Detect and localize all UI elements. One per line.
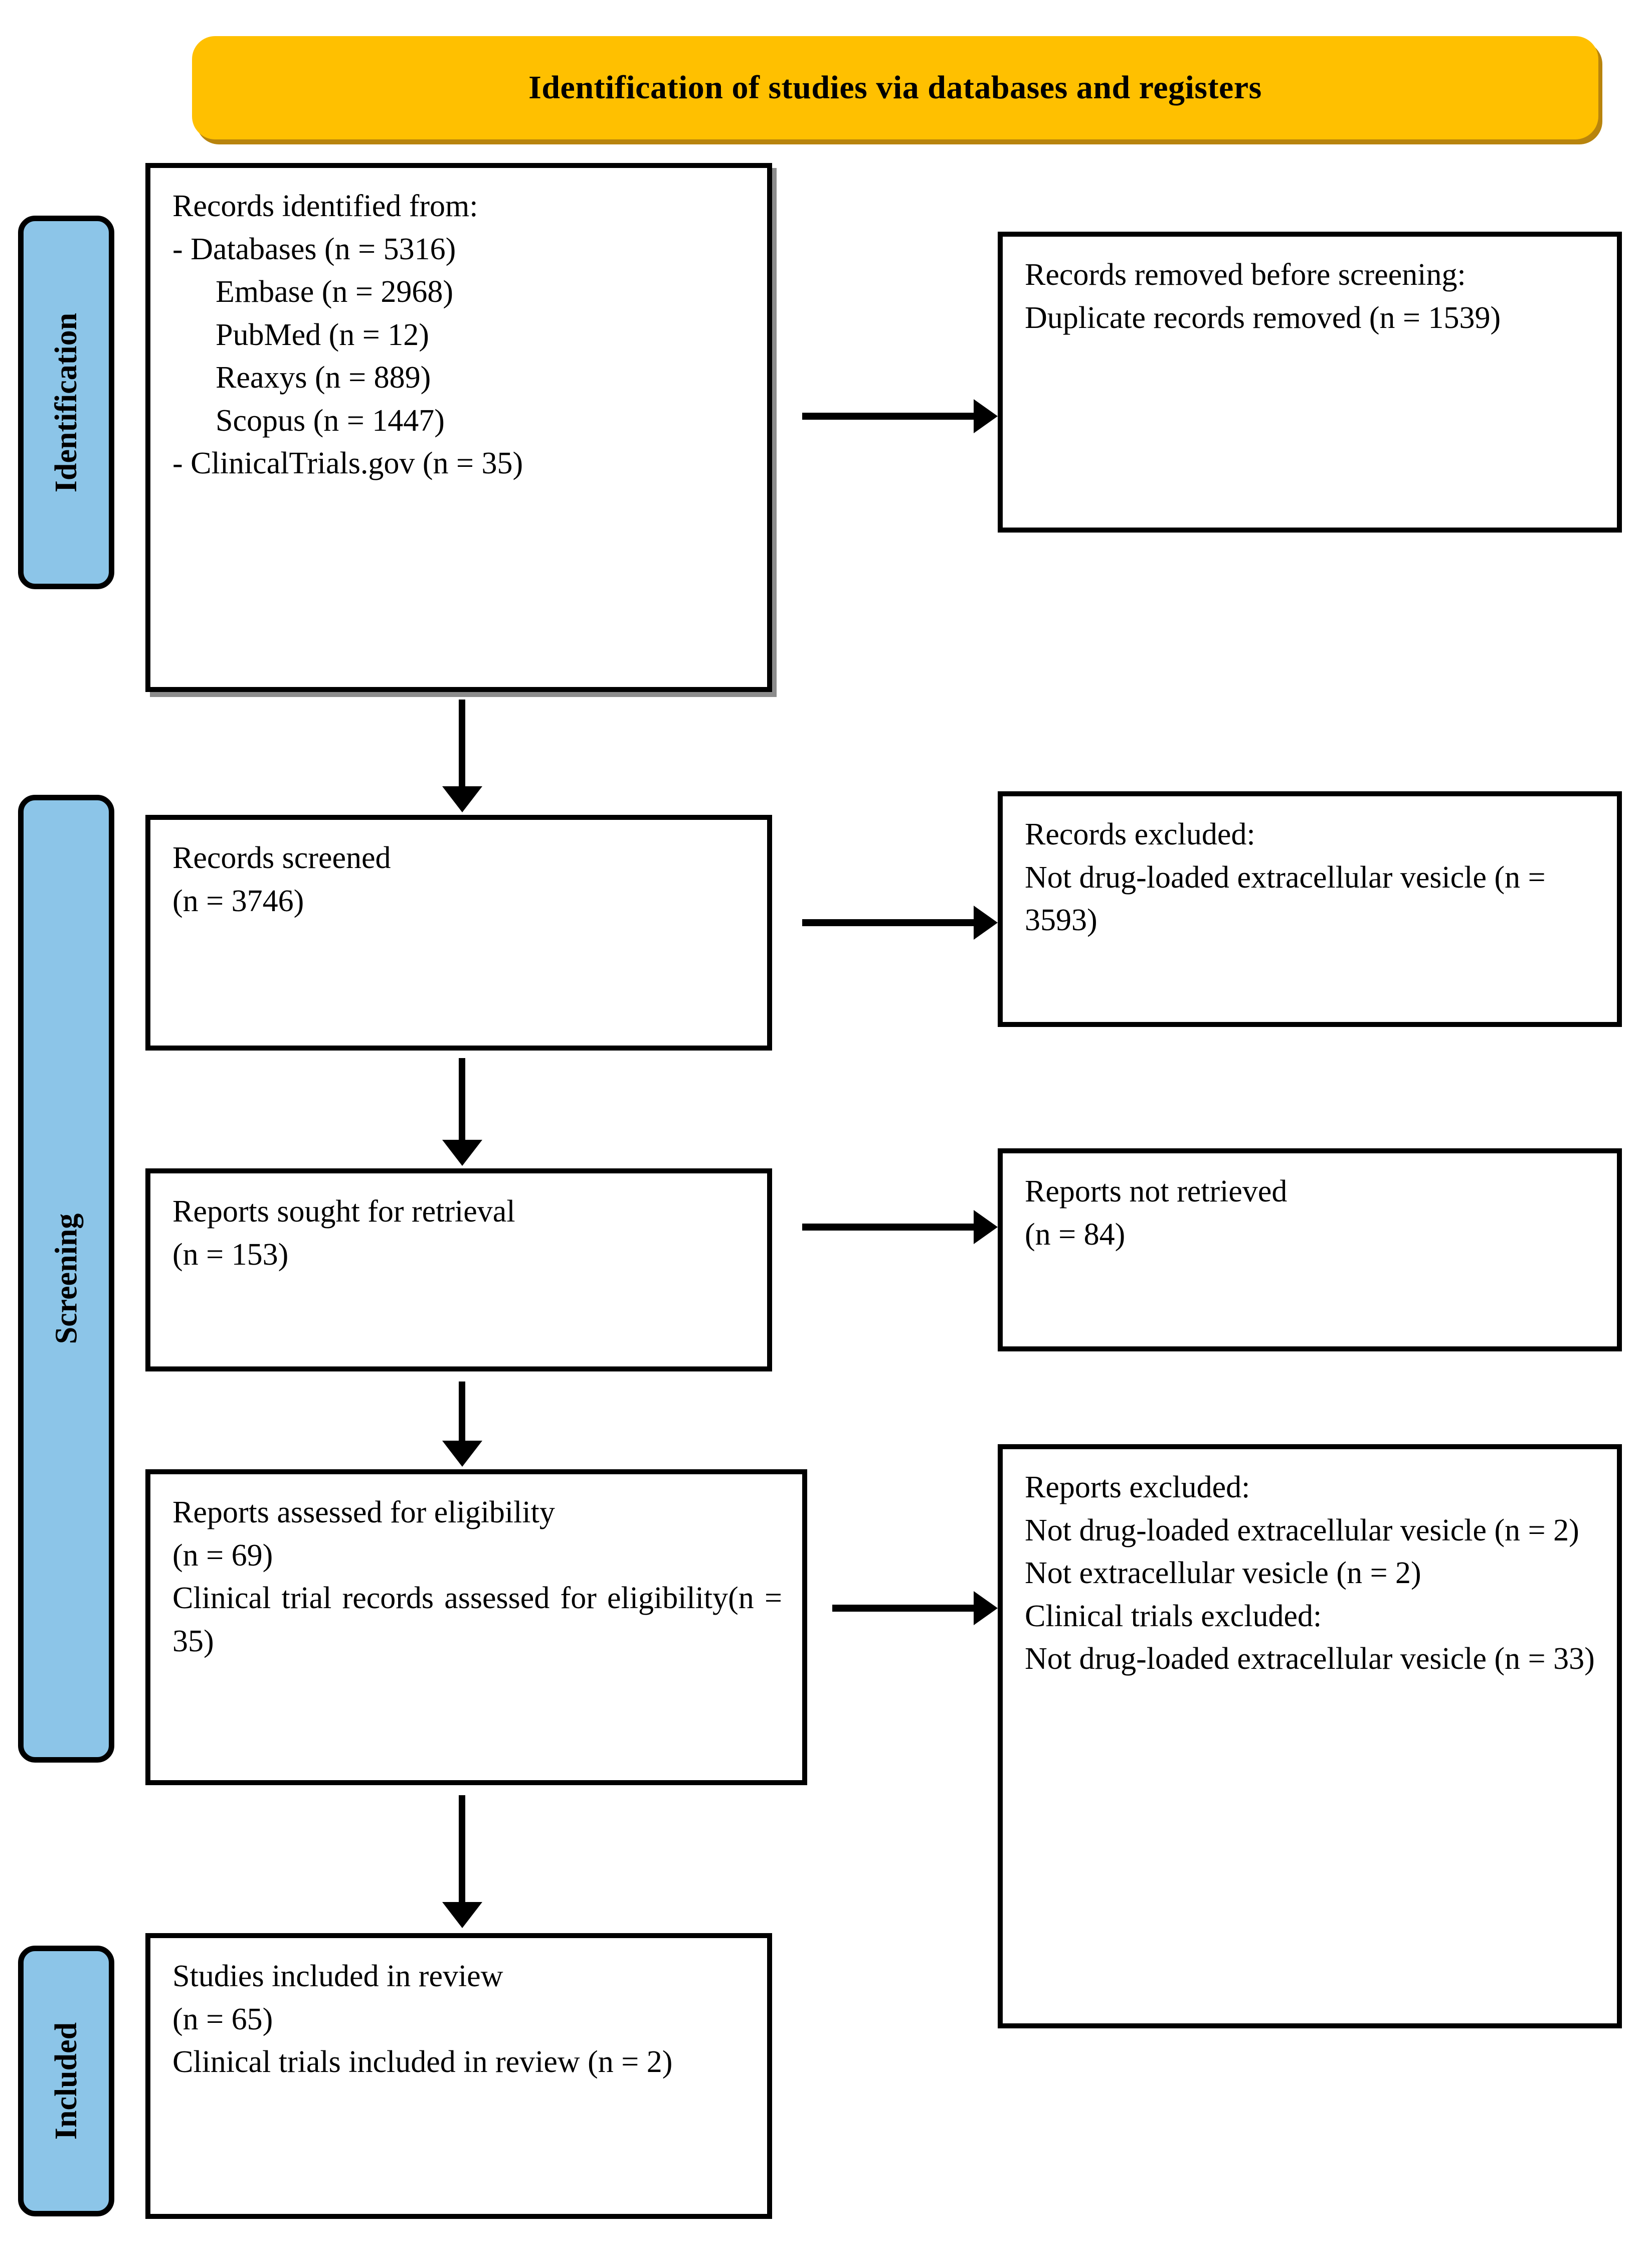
records-excluded-heading: Records excluded: xyxy=(1025,817,1255,851)
stage-bar-label-included: Included xyxy=(49,2022,84,2140)
records-removed-heading: Records removed before screening: xyxy=(1025,258,1466,292)
box-studies-included: Studies included in review (n = 65) Clin… xyxy=(145,1933,772,2219)
stage-bar-label-screening: Screening xyxy=(49,1213,83,1344)
records-identified-source-scopus: Scopus (n = 1447) xyxy=(216,403,445,438)
arrow-identified-to-screened-icon xyxy=(442,700,482,812)
studies-included-count: (n = 65) xyxy=(172,2002,273,2036)
box-records-removed: Records removed before screening: Duplic… xyxy=(998,232,1622,533)
studies-included-label: Studies included in review xyxy=(172,1959,503,1993)
stage-bar-identification: Identification xyxy=(18,216,114,589)
records-identified-title: Records identified from: xyxy=(172,189,478,223)
records-screened-count: (n = 3746) xyxy=(172,884,304,918)
records-identified-registers: - ClinicalTrials.gov (n = 35) xyxy=(172,446,523,481)
records-identified-databases: - Databases (n = 5316) xyxy=(172,232,456,266)
records-screened-label: Records screened xyxy=(172,841,391,875)
clinical-trials-included: Clinical trials included in review (n = … xyxy=(172,2045,673,2080)
records-identified-source-reaxys: Reaxys (n = 889) xyxy=(216,361,431,395)
reports-sought-label: Reports sought for retrieval xyxy=(172,1194,515,1229)
records-identified-source-embase: Embase (n = 2968) xyxy=(216,275,454,309)
reports-excluded-reason-2: Not extracellular vesicle (n = 2) xyxy=(1025,1556,1421,1591)
box-reports-sought: Reports sought for retrieval (n = 153) xyxy=(145,1168,772,1371)
reports-assessed-count: (n = 69) xyxy=(172,1538,273,1573)
records-excluded-reason: Not drug-loaded extracellular vesicle (n… xyxy=(1025,860,1546,938)
arrow-assessed-to-included-icon xyxy=(442,1795,482,1928)
clinical-trials-excluded-reason: Not drug-loaded extracellular vesicle (n… xyxy=(1025,1642,1595,1676)
arrow-screened-to-excluded-icon xyxy=(802,906,998,940)
box-reports-not-retrieved: Reports not retrieved (n = 84) xyxy=(998,1148,1622,1351)
arrow-sought-to-assessed-icon xyxy=(442,1381,482,1467)
arrow-sought-to-not-retrieved-icon xyxy=(802,1210,998,1244)
records-removed-duplicates: Duplicate records removed (n = 1539) xyxy=(1025,300,1501,335)
arrow-screened-to-sought-icon xyxy=(442,1058,482,1166)
stage-bar-included: Included xyxy=(18,1946,114,2216)
reports-assessed-label: Reports assessed for eligibility xyxy=(172,1495,555,1529)
diagram-title: Identification of studies via databases … xyxy=(528,69,1262,106)
box-reports-excluded: Reports excluded: Not drug-loaded extrac… xyxy=(998,1444,1622,2028)
arrow-identified-to-removed-icon xyxy=(802,399,998,433)
box-records-excluded: Records excluded: Not drug-loaded extrac… xyxy=(998,791,1622,1027)
box-records-screened: Records screened (n = 3746) xyxy=(145,815,772,1051)
reports-not-retrieved-count: (n = 84) xyxy=(1025,1217,1126,1252)
reports-excluded-reason-1: Not drug-loaded extracellular vesicle (n… xyxy=(1025,1513,1579,1547)
stage-bar-screening: Screening xyxy=(18,795,114,1763)
reports-sought-count: (n = 153) xyxy=(172,1237,289,1272)
records-identified-source-pubmed: PubMed (n = 12) xyxy=(216,317,429,352)
arrow-assessed-to-excluded-icon xyxy=(832,1591,998,1625)
clinical-trials-excluded-heading: Clinical trials excluded: xyxy=(1025,1599,1322,1633)
stage-bar-label-identification: Identification xyxy=(49,312,84,492)
clinical-trial-records-assessed: Clinical trial records assessed for elig… xyxy=(172,1581,782,1658)
box-reports-assessed: Reports assessed for eligibility (n = 69… xyxy=(145,1469,807,1785)
reports-excluded-heading: Reports excluded: xyxy=(1025,1470,1250,1504)
diagram-header-banner: Identification of studies via databases … xyxy=(192,36,1598,139)
reports-not-retrieved-label: Reports not retrieved xyxy=(1025,1174,1288,1208)
box-records-identified: Records identified from: - Databases (n … xyxy=(145,163,772,692)
